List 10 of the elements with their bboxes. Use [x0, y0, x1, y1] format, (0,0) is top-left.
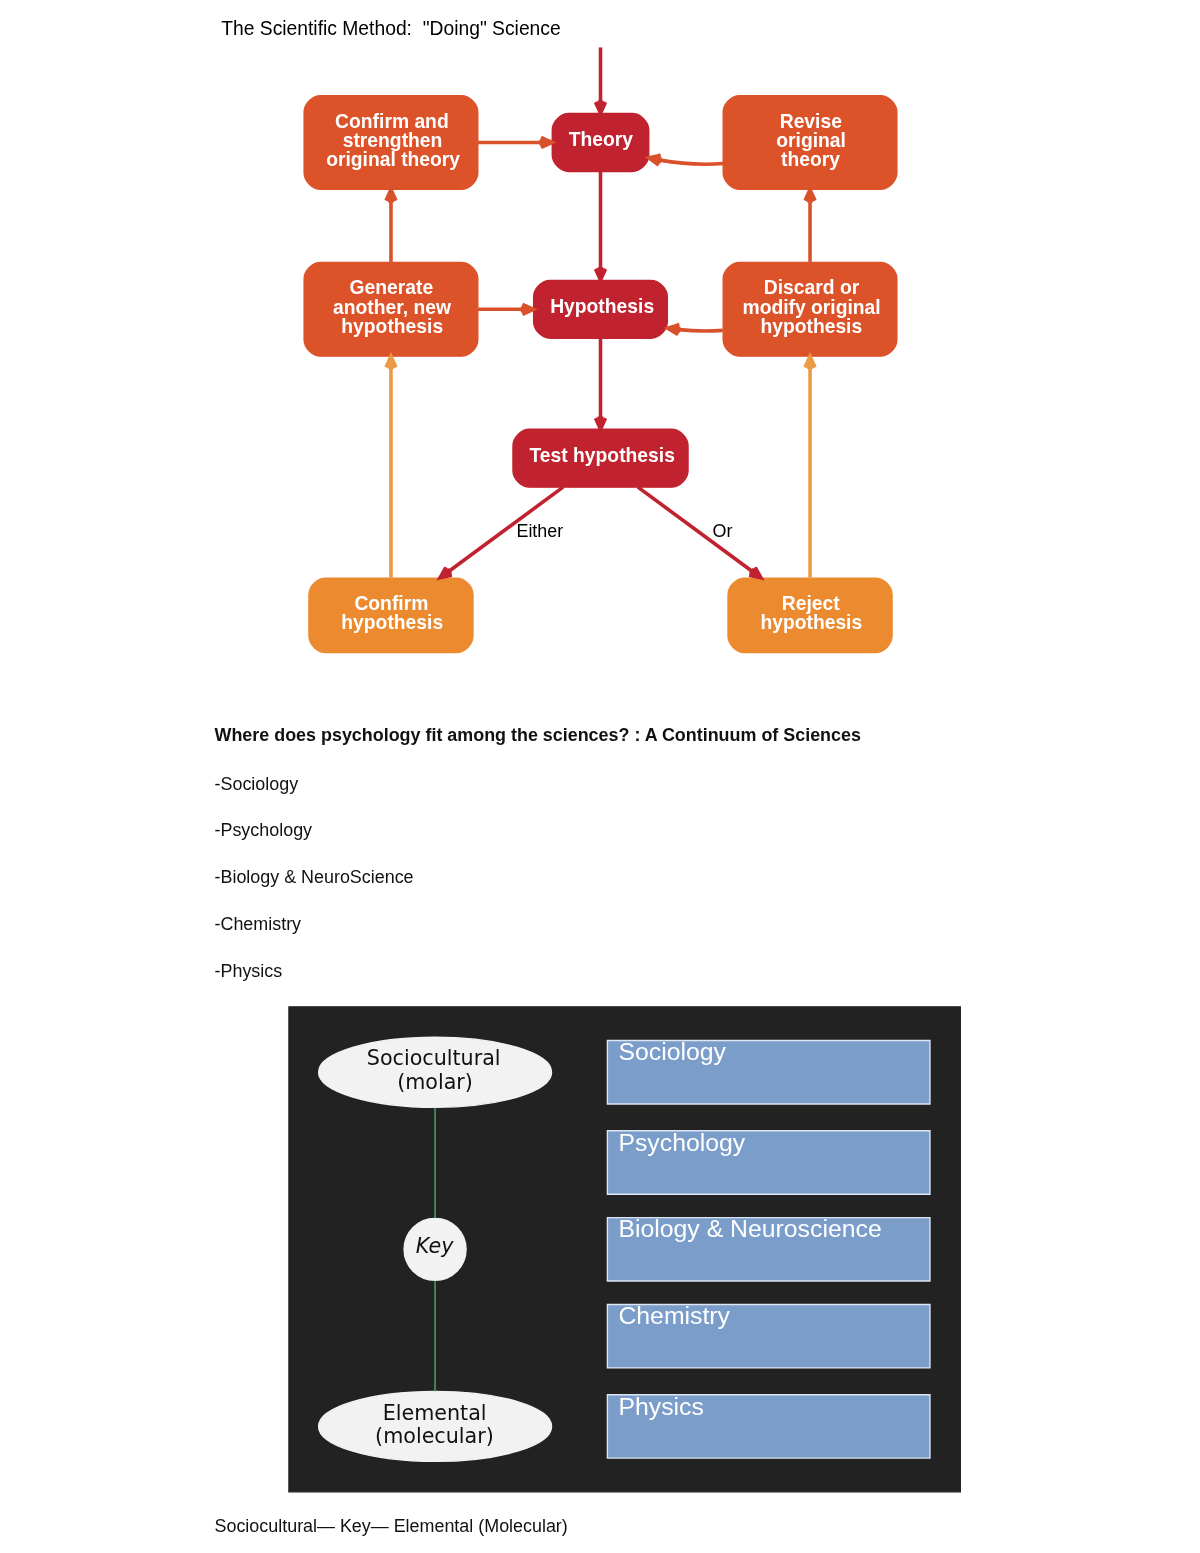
- label: -Physics: [214, 961, 282, 982]
- diagram-title: The Scientific Method: "Doing" Science: [220, 18, 561, 40]
- label: -Chemistry: [214, 914, 301, 935]
- edge-label: Or: [712, 521, 732, 542]
- label: -Psychology: [214, 820, 312, 841]
- edge-label: Either: [515, 521, 563, 542]
- label: Sociocultural— Key— Elemental (Molecular): [214, 1516, 568, 1537]
- label: Where does psychology fit among the sciences? : A Continuum of Sciences: [214, 725, 861, 746]
- label: -Biology & NeuroScience: [214, 867, 414, 888]
- label: -Sociology: [214, 773, 298, 794]
